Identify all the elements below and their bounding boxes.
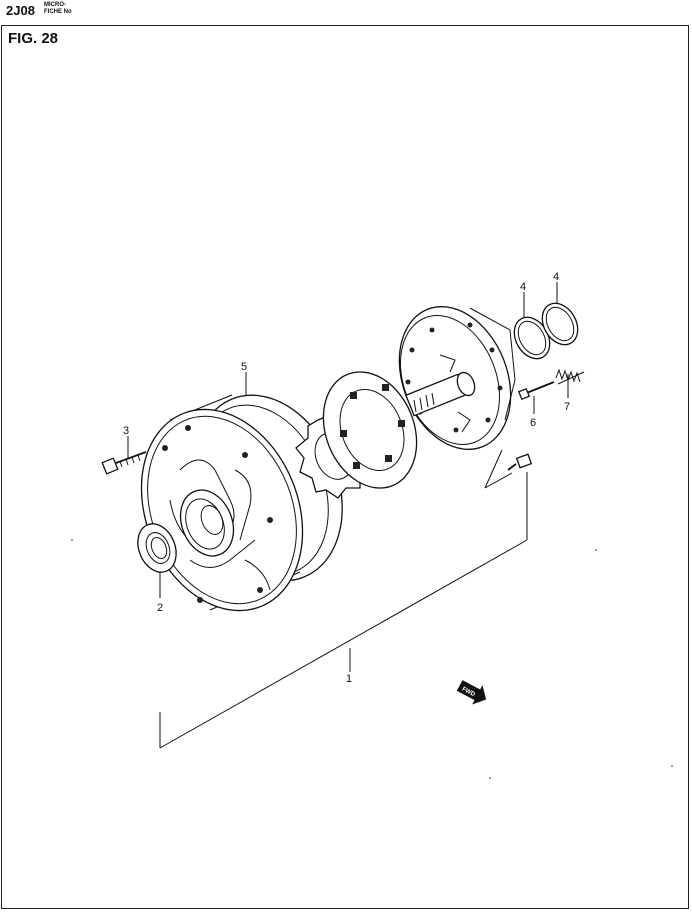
seal-rings — [513, 302, 579, 360]
pump-cover — [398, 306, 516, 450]
callout-3: 3 — [123, 425, 129, 437]
sheet-header: 2J08 MICRO- FICHE No — [0, 0, 692, 26]
pump-body — [140, 394, 343, 612]
bolt-right — [507, 453, 533, 471]
callout-4a: 4 — [520, 281, 526, 293]
bolt-3 — [101, 451, 147, 475]
callout-5: 5 — [241, 361, 247, 373]
microfiche-code: 2J08 — [6, 3, 35, 18]
callout-4b: 4 — [553, 271, 559, 283]
callout-6: 6 — [530, 417, 536, 429]
valve-pin — [517, 381, 555, 401]
outer-gear — [322, 371, 418, 489]
callout-7: 7 — [564, 401, 570, 413]
fwd-arrow-icon: FWD — [456, 680, 487, 705]
microfiche-label: MICRO- FICHE No — [44, 2, 72, 16]
callout-1: 1 — [346, 673, 352, 685]
oil-seal — [137, 523, 177, 573]
microfiche-label-line2: FICHE No — [44, 9, 72, 15]
figure-title: FIG. 28 — [8, 30, 59, 47]
callout-2: 2 — [157, 602, 163, 614]
valve-spring — [555, 368, 585, 385]
microfiche-label-line1: MICRO- — [44, 2, 66, 8]
figure-frame — [1, 25, 689, 909]
